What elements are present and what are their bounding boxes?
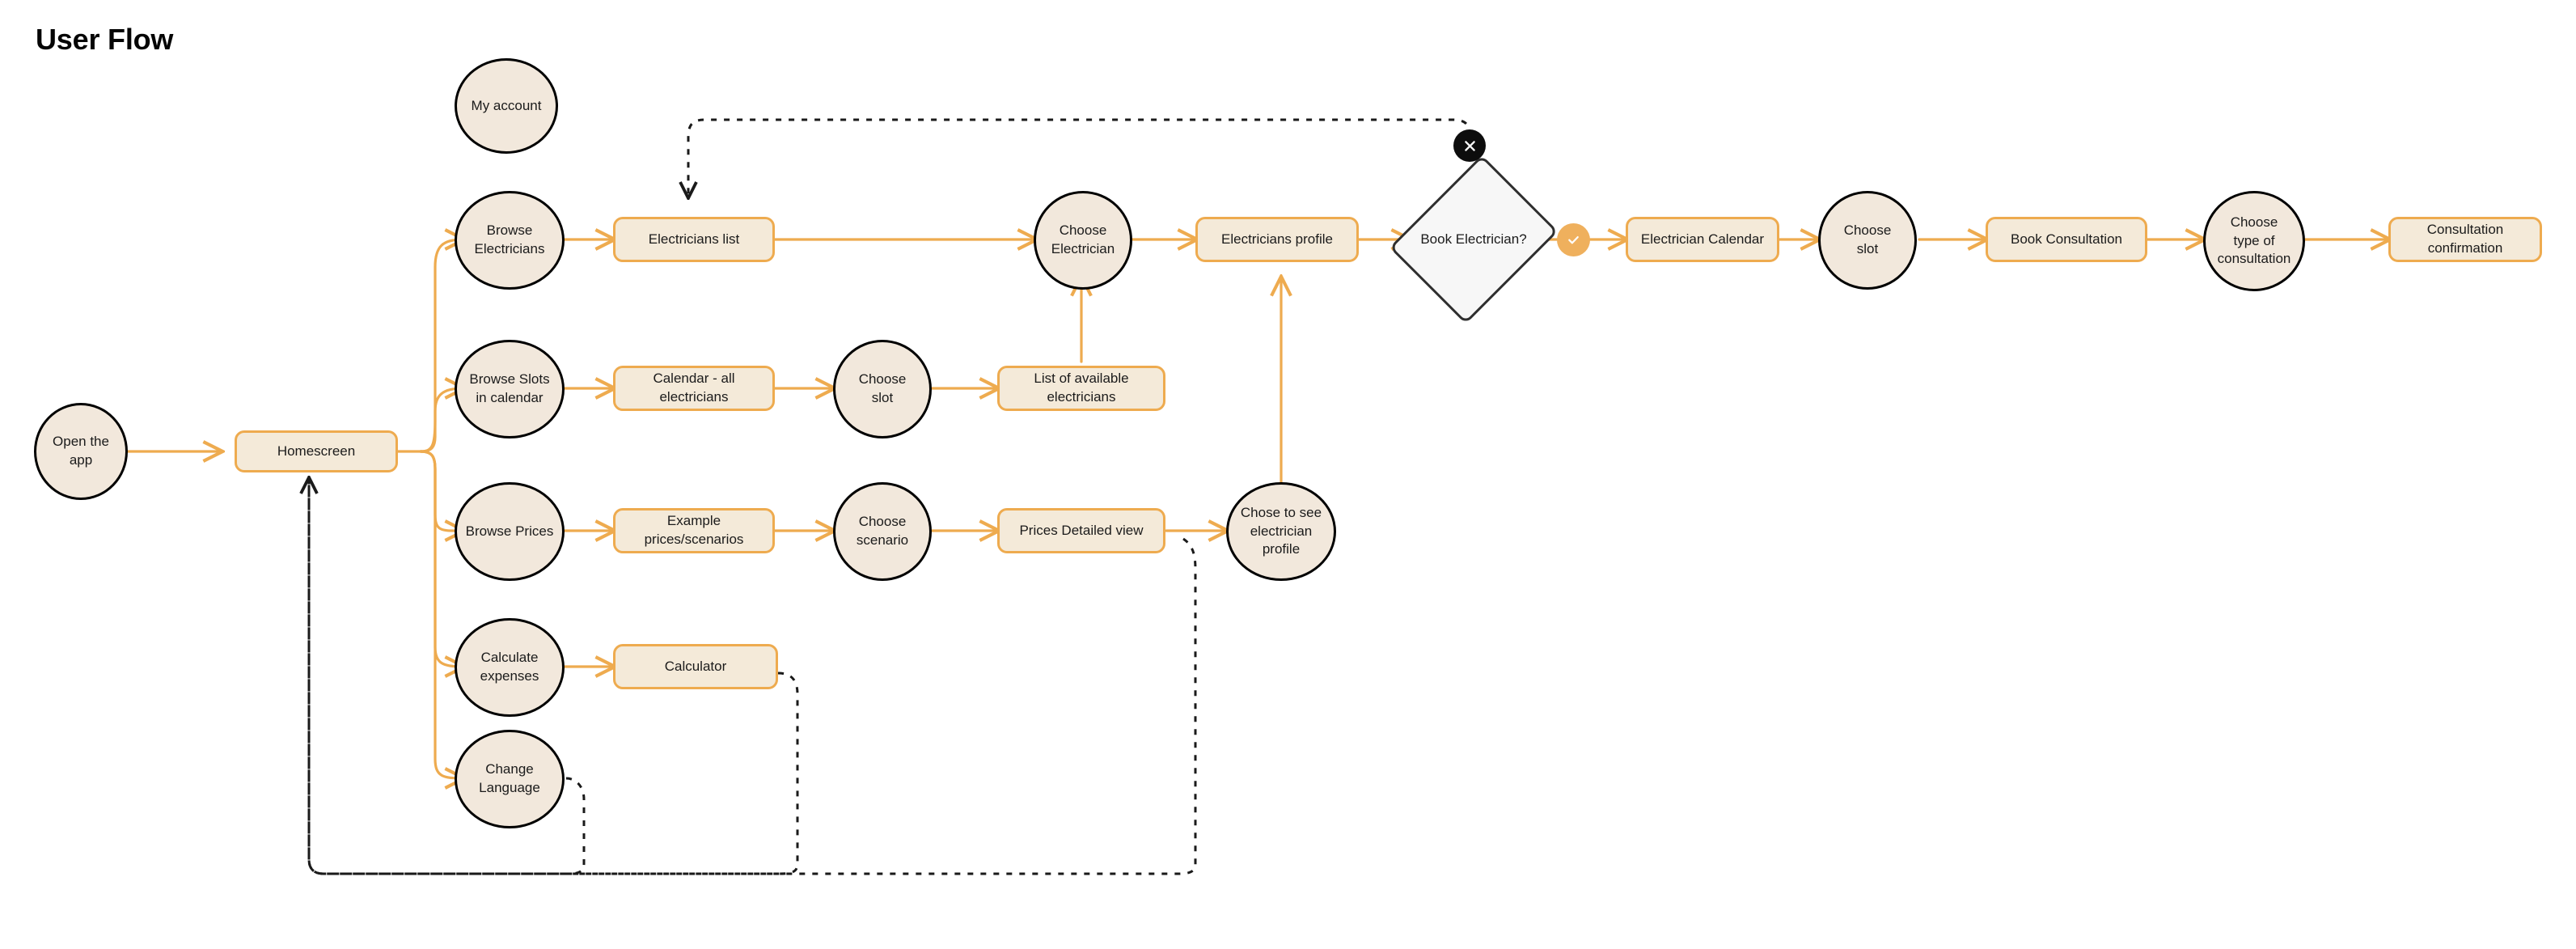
node-label: Book Electrician? bbox=[1420, 231, 1527, 247]
edge-home-to-browse-slots bbox=[419, 388, 463, 453]
node-electricians-list[interactable]: Electricians list bbox=[613, 217, 775, 262]
node-label-line2: slot bbox=[871, 390, 894, 405]
node-book-consultation[interactable]: Book Consultation bbox=[1986, 217, 2147, 262]
edge-home-to-change-language bbox=[419, 450, 463, 778]
edge-home-to-browse-electricians bbox=[419, 239, 463, 453]
node-label-line1: Calculate bbox=[480, 650, 539, 666]
edge-decision-no-back-to-list bbox=[688, 118, 1471, 197]
node-label-line1: Choose bbox=[858, 514, 907, 530]
edge-prices-detail-back-to-home bbox=[307, 479, 1197, 875]
node-label-line2: in calendar bbox=[476, 390, 544, 405]
node-prices-detailed-view[interactable]: Prices Detailed view bbox=[997, 508, 1165, 553]
node-label: Browse Prices bbox=[465, 523, 554, 539]
node-choose-type-of-consultation[interactable]: Choose type of consultation bbox=[2203, 191, 2305, 291]
node-label-line1: Browse Slots bbox=[469, 371, 550, 388]
node-label-line1: Browse bbox=[486, 222, 533, 239]
check-icon bbox=[1568, 235, 1579, 244]
node-consultation-confirmation[interactable]: Consultation confirmation bbox=[2388, 217, 2542, 262]
node-book-electrician-decision[interactable]: Book Electrician? bbox=[1389, 150, 1559, 328]
node-label: Electrician Calendar bbox=[1640, 231, 1765, 247]
node-label-line3: consultation bbox=[2217, 251, 2291, 267]
node-open-the-app[interactable]: Open the app bbox=[34, 403, 128, 500]
node-label: Calendar - all electricians bbox=[653, 371, 735, 405]
node-label-line2: Electricians bbox=[474, 241, 545, 256]
node-label-line2: Electrician bbox=[1051, 241, 1115, 256]
node-label-line2: electrician profile bbox=[1250, 523, 1313, 557]
node-my-account[interactable]: My account bbox=[455, 58, 558, 154]
node-change-language[interactable]: Change Language bbox=[455, 730, 565, 828]
node-label: Electricians list bbox=[648, 231, 740, 247]
node-label-line1: Change bbox=[485, 761, 534, 777]
node-calculator[interactable]: Calculator bbox=[613, 644, 778, 689]
node-homescreen[interactable]: Homescreen bbox=[235, 430, 398, 472]
node-browse-electricians[interactable]: Browse Electricians bbox=[455, 191, 565, 290]
node-label-line2: scenario bbox=[856, 532, 909, 548]
node-label-line1: Choose bbox=[1059, 222, 1107, 239]
node-choose-slot-row2[interactable]: Choose slot bbox=[833, 340, 932, 438]
edge-change-language-back-to-home bbox=[307, 479, 586, 875]
node-label: Prices Detailed view bbox=[1019, 522, 1144, 538]
node-label-line2: type of bbox=[2233, 232, 2275, 248]
node-label-line2: Language bbox=[479, 780, 540, 795]
page-title: User Flow bbox=[36, 23, 174, 56]
node-electricians-profile[interactable]: Electricians profile bbox=[1195, 217, 1359, 262]
accept-badge[interactable] bbox=[1557, 223, 1590, 256]
node-list-of-available-electricians[interactable]: List of available electricians bbox=[997, 366, 1165, 411]
node-label-line1: Choose bbox=[858, 371, 907, 388]
edge-home-to-calculate bbox=[419, 450, 463, 667]
node-label: Homescreen bbox=[277, 443, 356, 459]
node-label: Electricians profile bbox=[1221, 231, 1333, 247]
node-choose-slot-top[interactable]: Choose slot bbox=[1818, 191, 1917, 290]
node-browse-slots-in-calendar[interactable]: Browse Slots in calendar bbox=[455, 340, 565, 438]
close-icon bbox=[1464, 140, 1475, 151]
node-label: My account bbox=[471, 97, 542, 113]
node-label-line2: slot bbox=[1856, 241, 1879, 256]
edge-calculator-back-to-home bbox=[309, 479, 799, 875]
node-calculate-expenses[interactable]: Calculate expenses bbox=[455, 618, 565, 717]
node-example-prices-scenarios[interactable]: Example prices/scenarios bbox=[613, 508, 775, 553]
node-label-line1: Choose bbox=[1843, 222, 1892, 239]
node-label: List of available electricians bbox=[1034, 371, 1129, 405]
node-label-line1: Chose to see bbox=[1240, 504, 1322, 520]
node-calendar-all-electricians[interactable]: Calendar - all electricians bbox=[613, 366, 775, 411]
node-chose-to-see-electrician-profile[interactable]: Chose to see electrician profile bbox=[1226, 482, 1336, 581]
node-label-line2: expenses bbox=[480, 668, 539, 684]
node-choose-scenario[interactable]: Choose scenario bbox=[833, 482, 932, 581]
node-label: Example prices/scenarios bbox=[644, 513, 744, 547]
node-electrician-calendar[interactable]: Electrician Calendar bbox=[1626, 217, 1779, 262]
node-label: Calculator bbox=[664, 658, 727, 674]
node-choose-electrician[interactable]: Choose Electrician bbox=[1034, 191, 1132, 290]
node-label: Consultation confirmation bbox=[2426, 222, 2504, 256]
node-label: Book Consultation bbox=[2011, 231, 2122, 247]
node-label: Open the app bbox=[53, 434, 109, 468]
reject-badge[interactable] bbox=[1453, 129, 1486, 162]
node-browse-prices[interactable]: Browse Prices bbox=[455, 482, 565, 581]
node-label-line1: Choose bbox=[2230, 214, 2278, 230]
